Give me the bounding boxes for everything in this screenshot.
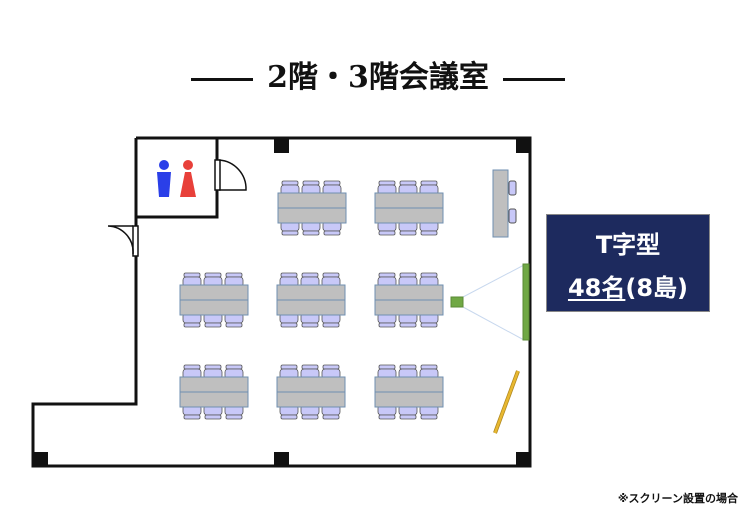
chair-back [183, 272, 201, 278]
chair-back [399, 364, 417, 370]
male-restroom-icon [157, 160, 171, 197]
chair-back [225, 322, 243, 328]
layout-type: T字型 [595, 231, 661, 259]
chair-back [204, 364, 222, 370]
entrance-door [107, 225, 139, 257]
restroom-wall [136, 190, 219, 219]
chair-back [399, 414, 417, 420]
chair-back [301, 364, 319, 370]
female-restroom-icon [180, 160, 196, 197]
chair-back [301, 322, 319, 328]
column [274, 452, 289, 467]
chair-back [302, 230, 320, 236]
chair-back [225, 272, 243, 278]
chair-back [183, 414, 201, 420]
chair-back [420, 364, 438, 370]
chair-back [378, 272, 396, 278]
chair-back [420, 322, 438, 328]
chair-back [420, 414, 438, 420]
chair-back [225, 414, 243, 420]
screen [522, 263, 530, 341]
footnote: ※スクリーン設置の場合 [617, 492, 738, 505]
title-dash-left [191, 77, 254, 81]
chair-back [280, 322, 298, 328]
chair-back [399, 180, 417, 186]
chair [508, 208, 517, 224]
chair-back [322, 364, 340, 370]
chair-back [204, 414, 222, 420]
chair [508, 180, 517, 196]
layout-label: T字型 48名(8島) [546, 214, 710, 312]
capacity: 48名 [567, 274, 626, 302]
chair-back [280, 414, 298, 420]
chair-back [399, 230, 417, 236]
chair-back [280, 364, 298, 370]
page-title: 2階・3階会議室 [0, 52, 756, 96]
chair-back [378, 364, 396, 370]
side-table [492, 169, 517, 238]
chair-back [301, 414, 319, 420]
chair-back [322, 414, 340, 420]
chair-back [323, 180, 341, 186]
restroom-door [214, 159, 247, 191]
chair-back [280, 272, 298, 278]
chair-back [204, 272, 222, 278]
chair-back [420, 230, 438, 236]
chair-back [378, 414, 396, 420]
chair-back [301, 272, 319, 278]
projector [450, 296, 464, 308]
chair-back [322, 322, 340, 328]
chair-back [378, 322, 396, 328]
chair-back [302, 180, 320, 186]
islands: (8島) [625, 274, 689, 302]
chair-back [378, 230, 396, 236]
chair-back [281, 180, 299, 186]
chair-back [183, 364, 201, 370]
title-dash-right [502, 77, 565, 81]
chair-back [281, 230, 299, 236]
chair-back [420, 180, 438, 186]
title-text: 2階・3階会議室 [267, 60, 489, 95]
chair-back [322, 272, 340, 278]
chair-back [204, 322, 222, 328]
chair-back [399, 322, 417, 328]
whiteboard-fill [493, 370, 520, 434]
column [516, 138, 531, 153]
tables [179, 180, 444, 420]
column [516, 452, 531, 467]
chair-back [420, 272, 438, 278]
layout-capacity-line: 48名(8島) [547, 268, 709, 303]
projector-beam [462, 264, 525, 341]
chair-back [399, 272, 417, 278]
chair-back [323, 230, 341, 236]
chair-back [225, 364, 243, 370]
chair-back [378, 180, 396, 186]
columns [33, 138, 531, 467]
column [274, 138, 289, 153]
column [33, 452, 48, 467]
chair-back [183, 322, 201, 328]
